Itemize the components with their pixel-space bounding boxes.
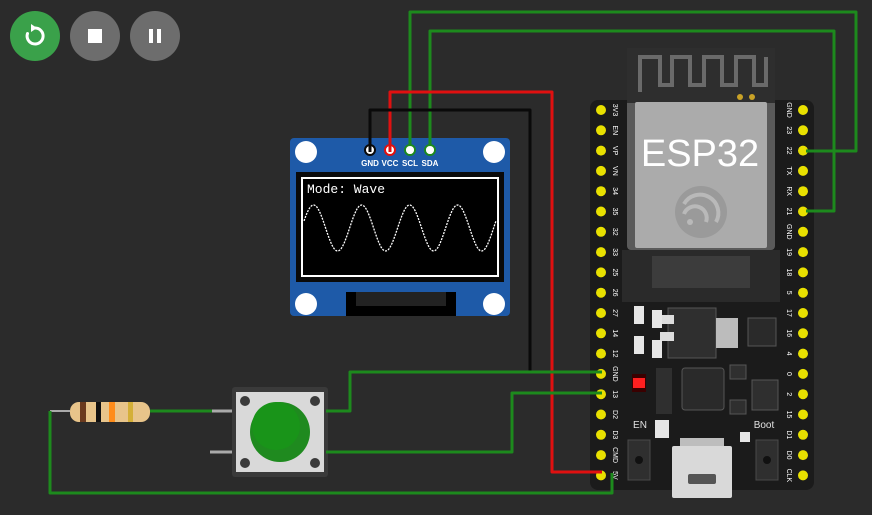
pause-icon	[149, 29, 161, 43]
pin-label-right-10: 17	[785, 309, 792, 317]
wires	[48, 10, 858, 495]
espressif-logo-icon	[675, 186, 727, 238]
pin-left-3[interactable]	[596, 165, 606, 176]
pin-label-left-5: 35	[611, 208, 618, 216]
pin-label-left-9: 26	[611, 289, 618, 297]
resistor[interactable]	[50, 402, 172, 422]
pin-label-right-3: TX	[785, 166, 792, 175]
oled-mode-text: Mode: Wave	[307, 182, 385, 197]
pin-left-12[interactable]	[596, 348, 606, 359]
pin-right-17[interactable]	[798, 450, 808, 461]
pin-label-left-16: D3	[611, 430, 618, 439]
pin-label-left-13: GND	[611, 366, 618, 382]
restart-button[interactable]	[10, 11, 60, 61]
pin-label-left-0: 3V3	[611, 104, 618, 117]
pin-label-left-10: 27	[611, 309, 618, 317]
pin-right-11[interactable]	[798, 328, 808, 339]
pin-label-left-18: 5V	[611, 471, 618, 480]
pin-right-14[interactable]	[798, 389, 808, 400]
pin-label-right-7: 19	[785, 248, 792, 256]
oled-waveform	[303, 204, 497, 252]
en-button-label: EN	[633, 420, 647, 431]
restart-icon	[25, 24, 45, 46]
pin-right-16[interactable]	[798, 429, 808, 440]
pin-right-18[interactable]	[798, 470, 808, 481]
pin-left-11[interactable]	[596, 328, 606, 339]
pin-right-5[interactable]	[798, 206, 808, 217]
pin-label-left-17: CMD	[611, 447, 618, 463]
pin-label-right-17: D0	[785, 451, 792, 460]
pin-label-left-7: 33	[611, 248, 618, 256]
pin-label-right-14: 2	[785, 392, 792, 396]
esp32-label: ESP32	[641, 133, 759, 175]
pin-right-0[interactable]	[798, 105, 808, 115]
pin-left-6[interactable]	[596, 226, 606, 237]
pin-label-left-14: 13	[611, 390, 618, 398]
pin-right-4[interactable]	[798, 186, 808, 197]
pin-label-right-12: 4	[785, 352, 792, 356]
esp32-board[interactable]: ESP32	[590, 48, 814, 498]
pause-button[interactable]	[130, 11, 180, 61]
pin-left-4[interactable]	[596, 186, 606, 197]
pin-label-right-18: CLK	[785, 469, 792, 483]
pin-label-left-1: EN	[611, 125, 618, 135]
pin-label-left-12: 12	[611, 350, 618, 358]
pin-right-7[interactable]	[798, 247, 808, 258]
pin-label-right-5: 21	[785, 208, 792, 216]
pin-label-left-15: D2	[611, 410, 618, 419]
pin-right-3[interactable]	[798, 165, 808, 176]
pin-label-right-16: D1	[785, 430, 792, 439]
pin-right-15[interactable]	[798, 409, 808, 420]
oled-pin-label-1: VCC	[382, 159, 399, 168]
pin-right-10[interactable]	[798, 308, 808, 318]
pin-right-12[interactable]	[798, 348, 808, 359]
pin-label-right-4: RX	[785, 186, 792, 196]
pin-left-16[interactable]	[596, 429, 606, 440]
pin-left-5[interactable]	[596, 206, 606, 217]
push-button[interactable]	[210, 387, 350, 477]
pin-label-left-2: VP	[611, 146, 618, 156]
pin-right-8[interactable]	[798, 267, 808, 278]
pin-left-1[interactable]	[596, 125, 606, 136]
pin-left-10[interactable]	[596, 308, 606, 318]
pin-label-right-11: 16	[785, 329, 792, 337]
pin-left-17[interactable]	[596, 450, 606, 461]
pin-label-right-6: GND	[785, 224, 792, 240]
boot-button-label: Boot	[754, 420, 775, 431]
pin-label-right-9: 5	[785, 291, 792, 295]
pin-label-right-8: 18	[785, 269, 792, 277]
stop-icon	[88, 29, 102, 43]
pin-right-2[interactable]	[798, 145, 808, 156]
pin-right-9[interactable]	[798, 287, 808, 298]
stop-button[interactable]	[70, 11, 120, 61]
pin-label-left-6: 32	[611, 228, 618, 236]
pin-label-right-15: 15	[785, 411, 792, 419]
pin-label-right-13: 0	[785, 372, 792, 376]
pin-right-6[interactable]	[798, 226, 808, 237]
oled-pin-label-3: SDA	[422, 159, 439, 168]
pin-left-0[interactable]	[596, 105, 606, 115]
pin-left-15[interactable]	[596, 409, 606, 420]
pin-left-9[interactable]	[596, 287, 606, 298]
pin-label-right-1: 23	[785, 126, 792, 134]
oled-pin-label-2: SCL	[402, 159, 418, 168]
pin-label-left-8: 25	[611, 269, 618, 277]
pin-label-left-4: 34	[611, 187, 618, 195]
pin-right-13[interactable]	[798, 368, 808, 379]
pin-label-left-3: VN	[611, 166, 618, 176]
pin-left-13[interactable]	[596, 368, 606, 379]
pin-left-7[interactable]	[596, 247, 606, 258]
pin-label-left-11: 14	[611, 329, 618, 337]
pin-label-right-2: 22	[785, 147, 792, 155]
pin-label-right-0: GND	[785, 102, 792, 118]
pin-left-2[interactable]	[596, 145, 606, 156]
pin-left-8[interactable]	[596, 267, 606, 278]
oled-pin-label-0: GND	[361, 159, 379, 168]
pin-right-1[interactable]	[798, 125, 808, 136]
